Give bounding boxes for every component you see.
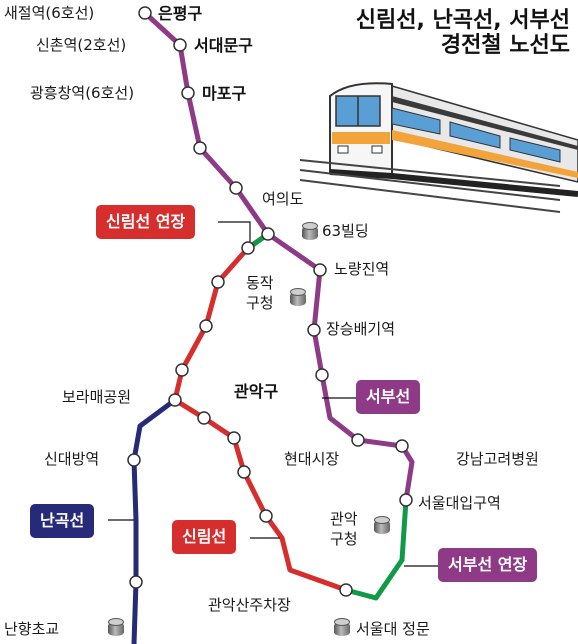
tag-leaders <box>108 221 438 567</box>
station-dot-janseungbaegi <box>307 323 321 337</box>
train-illustration <box>299 82 578 213</box>
station-dot-seobu-a <box>193 141 207 155</box>
landmark-label-gangnam-hospital: 강남고려병원 <box>456 450 539 468</box>
landmark-label-nanhyang-school: 난향초교 <box>4 620 60 638</box>
station-label-gwanaksan: 관악산주차장 <box>208 596 291 614</box>
station-label-yeouido: 여의도 <box>262 190 304 208</box>
landmark-icon-nanhyang-school <box>108 618 124 636</box>
district-eunpyeong: 은평구 <box>158 4 203 23</box>
station-dot-snu-entrance <box>399 493 413 507</box>
station-label-snu-entrance: 서울대입구역 <box>418 494 501 512</box>
landmark-icon-63bldg <box>302 222 318 240</box>
landmark-label-gwanak-office-1: 관악 <box>330 510 358 528</box>
station-dot-noryangjin <box>313 263 327 277</box>
station-dot-sillim-b <box>227 431 241 445</box>
landmark-icon-snu-gate <box>334 618 350 636</box>
seobu-extension-line <box>345 499 409 601</box>
station-dot-borame <box>168 393 182 407</box>
landmark-icon-dongjak-office <box>290 288 306 306</box>
station-dot-seobu-c <box>315 368 329 382</box>
station-dot-sillim-ext-d <box>175 363 189 377</box>
district-mapo: 마포구 <box>202 84 247 103</box>
tag-nangok: 난곡선 <box>30 504 95 538</box>
landmark-label-63bldg: 63빌딩 <box>322 222 369 240</box>
landmark-label-snu-gate: 서울대 정문 <box>356 620 430 638</box>
map-title-line1: 신림선, 난곡선, 서부선 <box>355 8 570 33</box>
landmark-icon-gwanak-office <box>374 516 390 534</box>
station-dot-sillim-c <box>237 465 251 479</box>
station-dot-sillim-ext-b <box>211 275 225 289</box>
station-dot-seobu-d <box>395 439 409 453</box>
sillim-line <box>173 397 347 593</box>
station-dot-saejeol <box>138 6 152 20</box>
station-label-borame: 보라매공원 <box>62 388 132 406</box>
station-dots <box>127 6 413 597</box>
nangok-line <box>131 397 177 644</box>
station-dot-hyundai-market <box>351 433 365 447</box>
landmark-label-dongjak-2: 구청 <box>246 294 274 312</box>
district-seodaemun: 서대문구 <box>194 36 253 55</box>
seobu-line-north <box>143 11 415 501</box>
station-dot-sillim-d <box>259 509 273 523</box>
station-dot-gwangheungchang <box>181 86 195 100</box>
map-title: 신림선, 난곡선, 서부선 경전철 노선도 <box>356 8 570 59</box>
tag-seobu-extension: 서부선 연장 <box>438 548 538 582</box>
tag-sillim-extension: 신림선 연장 <box>96 205 196 239</box>
station-label-janseungbaegi: 장승배기역 <box>326 320 396 338</box>
station-label-sinchon: 신촌역(2호선) <box>36 36 127 54</box>
map-title-line2: 경전철 노선도 <box>440 33 570 59</box>
station-label-gwangheungchang: 광흥창역(6호선) <box>30 84 135 102</box>
station-label-sindaebang: 신대방역 <box>44 450 100 468</box>
station-dot-gwanaksan <box>339 583 353 597</box>
district-gwanak: 관악구 <box>234 382 279 401</box>
station-dot-sindaebang <box>127 453 141 467</box>
station-label-saejeol: 새절역(6호선) <box>4 4 95 22</box>
tag-seobu: 서부선 <box>356 380 421 414</box>
station-dot-sillim-ext-c <box>199 319 213 333</box>
station-dot-seobu-b <box>229 181 243 195</box>
station-dot-nangok-a <box>129 575 143 589</box>
station-label-hyundai-market: 현대시장 <box>284 450 340 468</box>
station-label-noryangjin: 노량진역 <box>334 260 390 278</box>
station-dot-yeouido <box>261 227 275 241</box>
landmark-label-gwanak-office-2: 구청 <box>330 530 358 548</box>
tag-sillim: 신림선 <box>172 520 237 554</box>
station-dot-sinchon <box>173 38 187 52</box>
sillim-extension-line <box>172 231 270 401</box>
station-dot-sillim-a <box>197 411 211 425</box>
station-dot-sillim-ext-a <box>241 241 255 255</box>
landmark-label-dongjak-1: 동작 <box>246 274 274 292</box>
